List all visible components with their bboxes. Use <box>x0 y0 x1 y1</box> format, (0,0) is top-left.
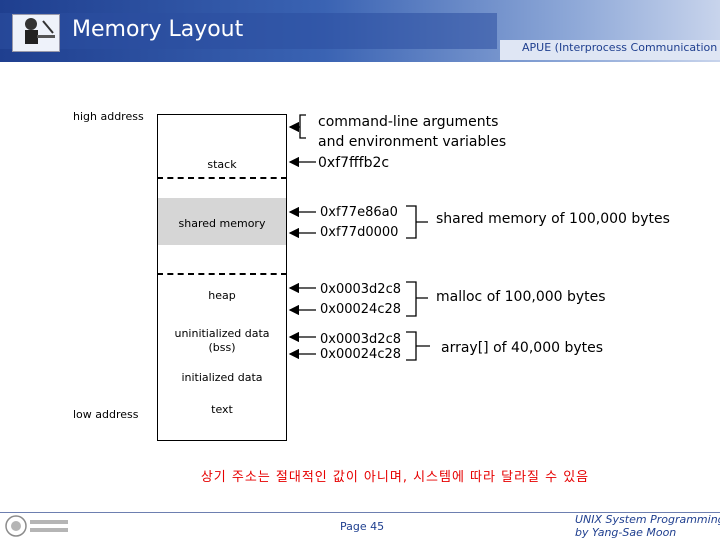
korean-note: 상기 주소는 절대적인 값이 아니며, 시스템에 따라 달라질 수 있음 <box>200 470 590 485</box>
stack-boundary-dashed <box>157 177 287 179</box>
segment-shared-memory: shared memory <box>178 217 266 230</box>
heap-address-high: 0x0003d2c8 <box>320 282 401 297</box>
segment-stack: stack <box>207 158 237 171</box>
presenter-icon <box>12 14 60 52</box>
heap-description: malloc of 100,000 bytes <box>436 289 606 305</box>
segment-heap: heap <box>208 289 236 302</box>
heap-boundary-dashed <box>157 273 287 275</box>
args-brace <box>299 114 306 139</box>
page-number: Page 45 <box>340 520 385 533</box>
shared-memory-region <box>158 198 286 245</box>
segment-initialized-data: initialized data <box>181 371 263 384</box>
segment-bss-line2: (bss) <box>208 341 236 354</box>
bss-address-low: 0x00024c28 <box>320 347 402 362</box>
presenter-icon-art <box>25 18 55 44</box>
stack-address: 0xf7fffb2c <box>318 155 390 171</box>
page-title: Memory Layout <box>72 17 244 42</box>
heap-address-low: 0x00024c28 <box>320 302 402 317</box>
subtitle-box: APUE (Interprocess Communication <box>500 40 720 60</box>
university-logo-art <box>5 515 68 537</box>
university-logo-icon <box>4 514 70 538</box>
shared-description: shared memory of 100,000 bytes <box>436 211 670 227</box>
bss-address-high: 0x0003d2c8 <box>320 332 401 347</box>
args-label-line2: and environment variables <box>318 134 507 150</box>
args-label-line1: command-line arguments <box>318 114 499 130</box>
shared-address-high: 0xf77e86a0 <box>320 205 398 220</box>
bss-description: array[] of 40,000 bytes <box>441 340 604 356</box>
subtitle: APUE (Interprocess Communication <box>522 41 718 54</box>
footer-credit: UNIX System Programming by Yang-Sae Moon <box>575 513 720 539</box>
footer-divider <box>0 512 720 513</box>
heap-brace <box>406 281 428 317</box>
shared-brace <box>406 205 428 239</box>
bss-brace <box>406 331 430 361</box>
segment-bss-line1: uninitialized data <box>174 327 270 340</box>
high-address-label: high address <box>73 110 144 123</box>
segment-text: text <box>211 403 233 416</box>
course-name: UNIX System Programming <box>575 513 720 526</box>
low-address-label: low address <box>73 408 139 421</box>
shared-address-low: 0xf77d0000 <box>320 225 399 240</box>
title-strip <box>0 13 497 49</box>
author-name: by Yang-Sae Moon <box>575 526 677 539</box>
memory-column <box>157 114 287 441</box>
